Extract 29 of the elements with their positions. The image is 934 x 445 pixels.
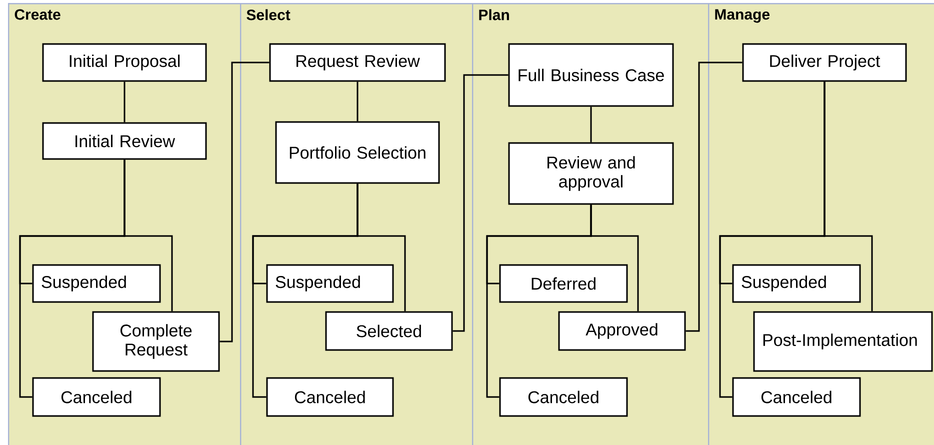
process-box: Approved	[558, 311, 686, 351]
connector	[124, 82, 126, 122]
process-box: Deferred	[499, 264, 628, 303]
process-box: Selected	[325, 311, 453, 351]
process-box: Suspended	[732, 264, 861, 303]
process-box: Canceled	[732, 377, 861, 417]
process-box: Complete Request	[92, 311, 220, 372]
connector	[252, 184, 358, 398]
process-box: Suspended	[266, 264, 394, 303]
connector	[686, 62, 742, 332]
process-box: Full Business Case	[508, 43, 674, 107]
process-box: Post-Implementation	[753, 311, 933, 372]
process-box: Request Review	[269, 43, 446, 82]
connector	[719, 82, 826, 398]
connector	[356, 82, 358, 122]
process-box: Suspended	[32, 264, 161, 303]
process-box: Initial Proposal	[42, 43, 207, 82]
connector	[590, 106, 592, 142]
process-box: Canceled	[266, 377, 394, 417]
connector	[220, 62, 270, 342]
process-box: Deliver Project	[742, 43, 907, 82]
process-box: Review and approval	[508, 142, 674, 205]
process-box: Portfolio Selection	[275, 121, 440, 184]
connector	[452, 74, 508, 332]
process-box: Initial Review	[42, 122, 207, 160]
connector	[486, 204, 592, 398]
process-box: Canceled	[32, 377, 161, 417]
process-box: Canceled	[499, 377, 628, 417]
connector	[19, 160, 126, 398]
